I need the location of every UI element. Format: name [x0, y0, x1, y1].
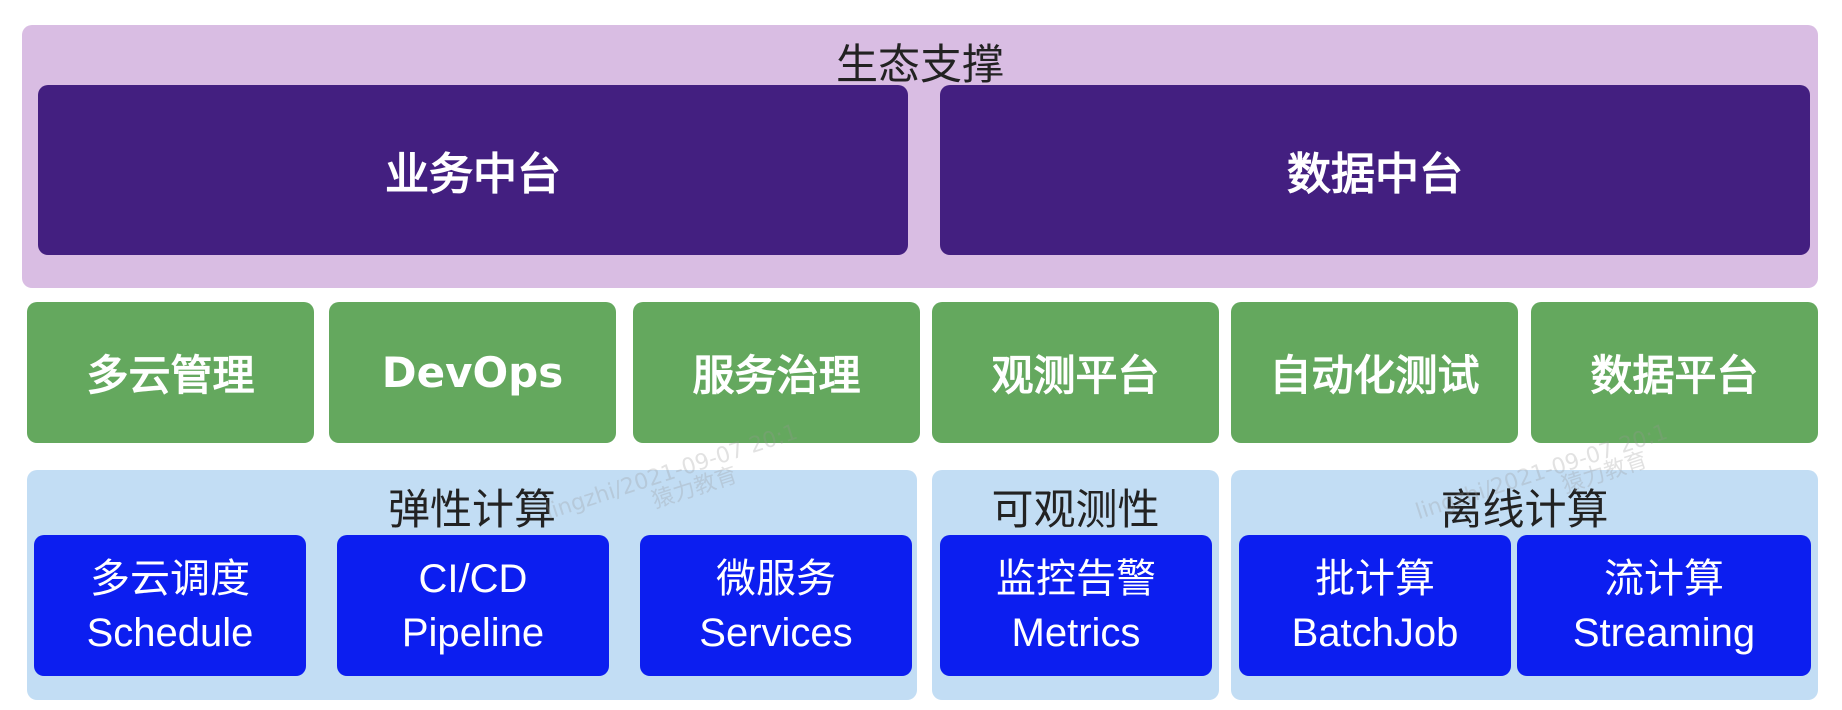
item-streaming: 流计算 Streaming [1517, 535, 1811, 676]
item-metrics-cn: 监控告警 [996, 556, 1156, 601]
item-streaming-en: Streaming [1572, 610, 1756, 655]
group-title-elastic-computing: 弹性计算 [387, 485, 556, 534]
group-title-offline-computing: 离线计算 [1440, 485, 1609, 534]
item-pipeline: CI/CD Pipeline [337, 535, 609, 676]
capability-multicloud-management: 多云管理 [27, 302, 314, 443]
item-services-en: Services [699, 610, 853, 655]
item-pipeline-cn: CI/CD [418, 556, 528, 601]
group-title-observability: 可观测性 [991, 485, 1160, 534]
item-metrics-en: Metrics [1011, 610, 1141, 655]
ecosystem-title: 生态支撑 [835, 40, 1004, 89]
item-streaming-cn: 流计算 [1604, 556, 1724, 601]
item-schedule: 多云调度 Schedule [34, 535, 306, 676]
item-schedule-cn: 多云调度 [90, 556, 250, 601]
capability-devops: DevOps [329, 302, 616, 443]
item-metrics: 监控告警 Metrics [940, 535, 1212, 676]
capability-observability-platform: 观测平台 [932, 302, 1219, 443]
item-batchjob: 批计算 BatchJob [1239, 535, 1511, 676]
business-middle-platform: 业务中台 [38, 85, 908, 255]
item-batchjob-en: BatchJob [1291, 610, 1459, 655]
capability-service-governance: 服务治理 [633, 302, 920, 443]
item-schedule-en: Schedule [86, 610, 254, 655]
item-batchjob-cn: 批计算 [1315, 556, 1435, 601]
item-services-cn: 微服务 [716, 556, 836, 601]
data-middle-platform: 数据中台 [940, 85, 1810, 255]
item-pipeline-en: Pipeline [401, 610, 545, 655]
capability-automated-testing: 自动化测试 [1231, 302, 1518, 443]
item-services: 微服务 Services [640, 535, 912, 676]
capability-data-platform: 数据平台 [1531, 302, 1818, 443]
